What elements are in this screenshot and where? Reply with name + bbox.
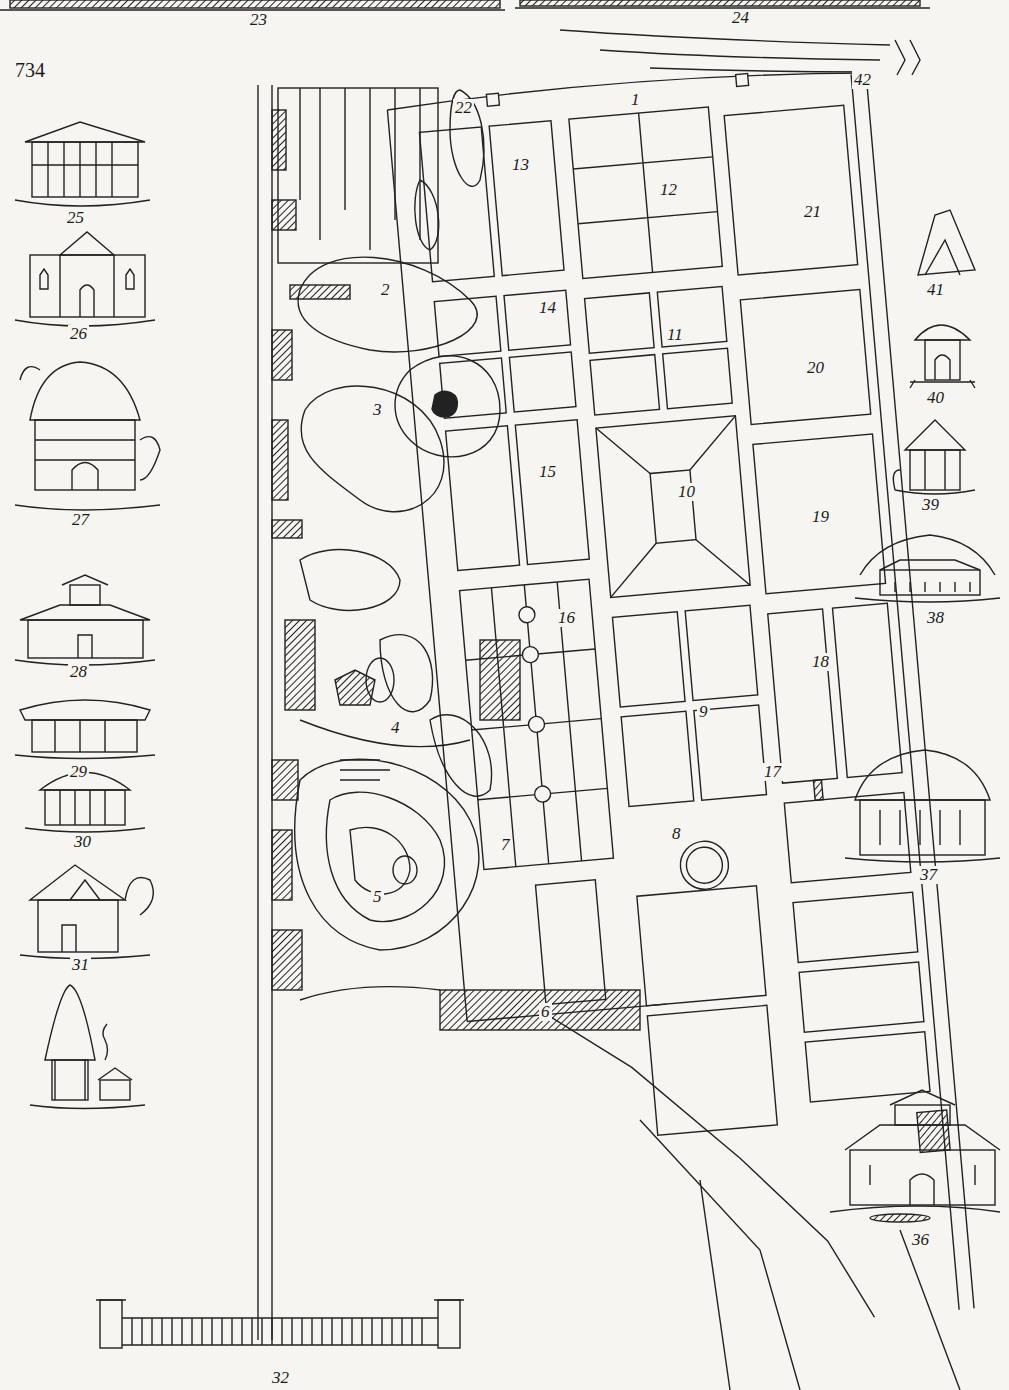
callout-number: 23 [248, 11, 269, 29]
callout-number: 32 [270, 1369, 291, 1387]
callout-number: 5 [371, 888, 384, 906]
callout-number: 31 [70, 956, 91, 974]
callout-number: 9 [697, 703, 710, 721]
callout-number: 14 [537, 299, 558, 317]
callout-number: 28 [68, 663, 89, 681]
callout-number: 22 [453, 99, 474, 117]
callout-number: 42 [852, 71, 873, 89]
callout-number: 26 [68, 325, 89, 343]
callout-number: 24 [730, 9, 751, 27]
callout-number: 3 [371, 401, 384, 419]
callout-number: 30 [72, 833, 93, 851]
callout-number: 20 [805, 359, 826, 377]
callout-number: 11 [665, 326, 685, 344]
callout-number: 37 [918, 866, 939, 884]
callout-number: 6 [539, 1003, 552, 1021]
callout-number: 19 [810, 508, 831, 526]
callout-number: 27 [70, 511, 91, 529]
callout-number: 41 [925, 281, 946, 299]
callout-number: 17 [762, 763, 783, 781]
figure-number: 734 [13, 61, 47, 79]
callout-number: 15 [537, 463, 558, 481]
callout-number: 18 [810, 653, 831, 671]
callout-number: 10 [676, 483, 697, 501]
callout-number: 1 [629, 91, 642, 109]
callout-number: 38 [925, 609, 946, 627]
callout-number: 7 [499, 836, 512, 854]
callout-number: 16 [556, 609, 577, 627]
callout-number: 36 [910, 1231, 931, 1249]
callout-number: 12 [658, 181, 679, 199]
callout-number: 40 [925, 389, 946, 407]
callout-number: 4 [389, 719, 402, 737]
callout-number: 39 [920, 496, 941, 514]
callout-number: 8 [670, 825, 683, 843]
callout-number: 2 [379, 281, 392, 299]
callout-number: 29 [68, 763, 89, 781]
callout-number: 25 [65, 209, 86, 227]
callout-number: 13 [510, 156, 531, 174]
callout-number: 21 [802, 203, 823, 221]
